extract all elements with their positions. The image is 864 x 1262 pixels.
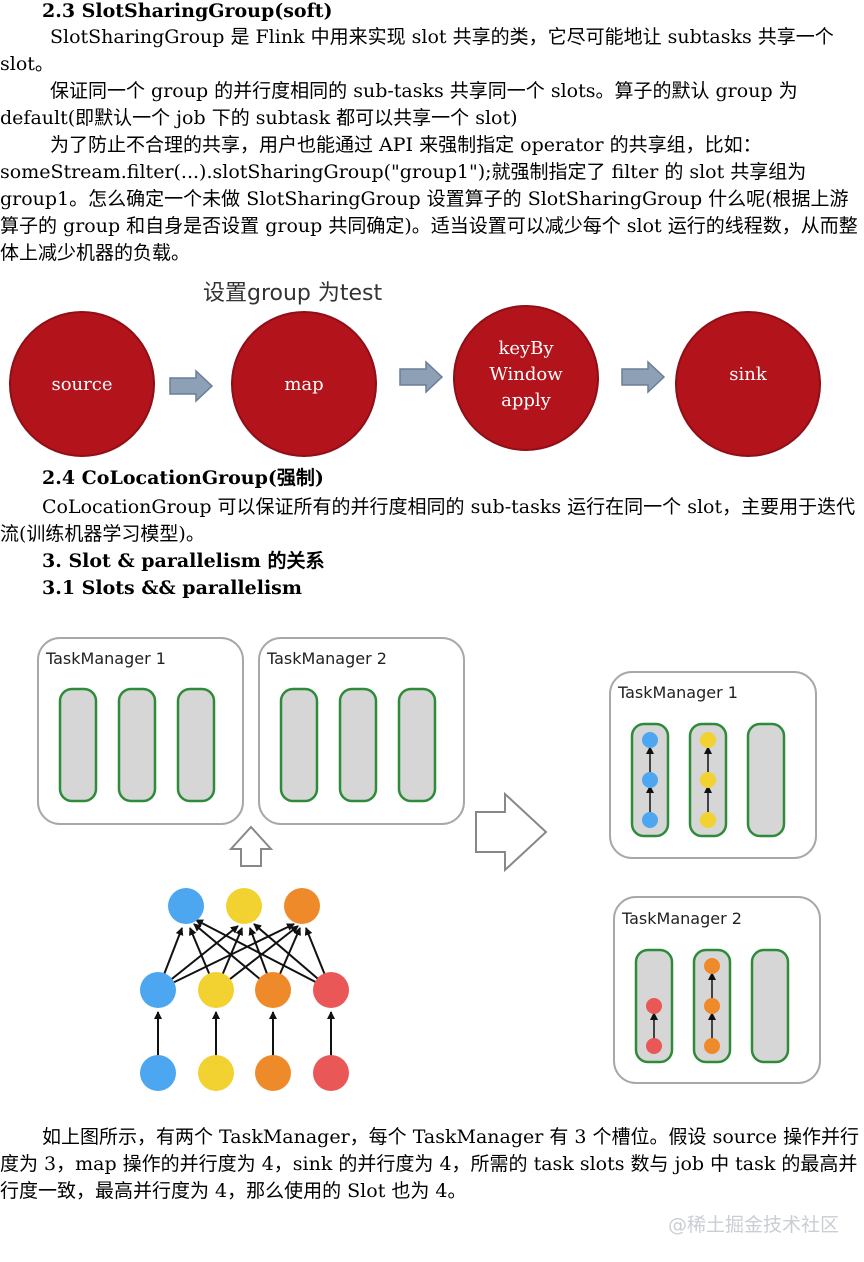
section-heading: 3. Slot & parallelism 的关系 [42,550,325,572]
watermark: @稀土掘金技术社区 [668,1214,840,1236]
up-arrow-icon [228,825,274,867]
node-label-window: Window [489,364,563,385]
node-label-map: map [284,374,324,395]
pipeline-diagram [9,305,821,457]
taskmanager-label: TaskManager 2 [267,649,387,668]
slot [397,687,437,803]
paragraph: 为了防止不合理的共享，用户也能通过 API 来强制指定 operator 的共享… [0,134,858,264]
node-label-source: source [51,374,113,395]
paragraph: 保证同一个 group 的并行度相同的 sub-tasks 共享同一个 slot… [0,80,798,129]
taskmanager-label: TaskManager 1 [46,649,166,668]
slot [746,722,786,838]
slot [750,948,790,1064]
node-label-sink: sink [729,364,767,385]
operator-graph-nodes [140,888,349,1091]
operator-graph-edges [154,919,335,1072]
slot [176,687,216,803]
paragraph: SlotSharingGroup 是 Flink 中用来实现 slot 共享的类… [0,26,834,75]
right-arrow-icon [475,791,548,873]
node-label-apply: apply [501,390,551,411]
pipeline-caption: 设置group 为test [203,281,383,306]
section-heading: 3.1 Slots && parallelism [42,577,302,599]
slot [279,687,319,803]
pipeline-arrow [169,360,666,403]
pipeline-node-map [231,311,377,457]
section-heading: 2.4 CoLocationGroup(强制) [42,467,324,489]
section-heading: 2.3 SlotSharingGroup(soft) [42,0,333,22]
slot [117,687,157,803]
paragraph: 如上图所示，有两个 TaskManager，每个 TaskManager 有 3… [0,1126,860,1202]
paragraph: CoLocationGroup 可以保证所有的并行度相同的 sub-tasks … [0,496,856,545]
slot [58,687,98,803]
pipeline-node-keyby [453,305,599,451]
pipeline-node-sink [675,311,821,457]
taskmanager-label: TaskManager 1 [618,683,738,702]
slot [338,687,378,803]
pipeline-node-source [9,311,155,457]
node-label-keyby: keyBy [498,338,554,359]
taskmanager-label: TaskManager 2 [622,909,742,928]
